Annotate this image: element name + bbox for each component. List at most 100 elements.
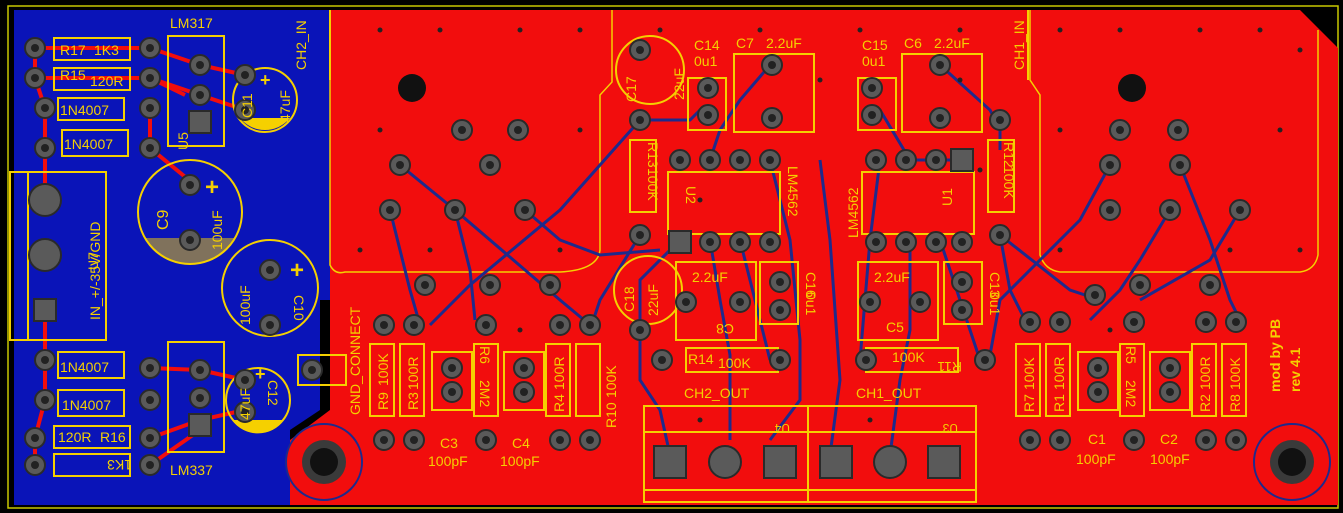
pad-hole bbox=[486, 281, 494, 289]
pad-hole bbox=[866, 298, 874, 306]
c7-value: 2.2uF bbox=[766, 35, 802, 51]
via bbox=[377, 27, 383, 33]
pad-hole bbox=[736, 298, 744, 306]
c13-label: C13 bbox=[987, 272, 1003, 298]
c1-value: 100pF bbox=[1076, 451, 1116, 467]
pad-hole bbox=[31, 44, 39, 52]
pad-hole bbox=[146, 461, 154, 469]
d-label-1: 1N4007 bbox=[60, 102, 109, 118]
pad-hole bbox=[521, 206, 529, 214]
signature-line-1: mod by PB bbox=[1267, 319, 1283, 392]
pad-hole bbox=[981, 356, 989, 364]
pad-hole bbox=[766, 238, 774, 246]
pad-hole bbox=[1236, 206, 1244, 214]
pad-hole bbox=[520, 364, 528, 372]
pads bbox=[24, 27, 1303, 479]
pad-hole bbox=[766, 156, 774, 164]
pad-hole bbox=[514, 126, 522, 134]
ch2-out-label: CH2_OUT bbox=[684, 385, 750, 401]
r10-value: 100K bbox=[603, 365, 619, 398]
pad-hole bbox=[776, 278, 784, 286]
via bbox=[437, 27, 443, 33]
c2-value: 100pF bbox=[1150, 451, 1190, 467]
connector-pad bbox=[708, 445, 742, 479]
pad-hole bbox=[448, 364, 456, 372]
pad-hole bbox=[682, 298, 690, 306]
via bbox=[577, 27, 583, 33]
via bbox=[957, 27, 963, 33]
pad-hole bbox=[1094, 388, 1102, 396]
pad-hole bbox=[1202, 436, 1210, 444]
pad-hole bbox=[266, 321, 274, 329]
connector-pad bbox=[927, 445, 961, 479]
pad-hole bbox=[958, 238, 966, 246]
pad-hole bbox=[196, 91, 204, 99]
pad-hole bbox=[636, 231, 644, 239]
r12-label: R12 bbox=[1001, 142, 1017, 168]
connector-pad bbox=[653, 445, 687, 479]
r15-value: 120R bbox=[90, 73, 123, 89]
via bbox=[977, 167, 983, 173]
r16-label: R16 bbox=[100, 429, 126, 445]
r6-value: 2M2 bbox=[477, 380, 493, 407]
ic2-label: LM4562 bbox=[785, 166, 801, 217]
pad-hole bbox=[1232, 436, 1240, 444]
silk-text: R17 1K3 R15 120R 1N4007 1N4007 LM317 LM3… bbox=[58, 15, 1303, 478]
square-pad bbox=[668, 230, 692, 254]
u3-label: U3 bbox=[942, 421, 958, 435]
r11-label: R11 bbox=[937, 359, 962, 375]
pad-hole bbox=[1166, 364, 1174, 372]
c6-value: 2.2uF bbox=[934, 35, 970, 51]
pad-hole bbox=[868, 84, 876, 92]
c5-label: C5 bbox=[886, 319, 904, 335]
pad-hole bbox=[958, 306, 966, 314]
pad-hole bbox=[386, 206, 394, 214]
pad-hole bbox=[186, 236, 194, 244]
c12-label: C12 bbox=[265, 380, 281, 406]
pad-hole bbox=[1202, 318, 1210, 326]
r18-label: 1K3 bbox=[107, 457, 132, 473]
pad-hole bbox=[768, 61, 776, 69]
pad-hole bbox=[902, 238, 910, 246]
pad-hole bbox=[266, 266, 274, 274]
r17-value: 1K3 bbox=[94, 42, 119, 58]
pad-hole bbox=[636, 116, 644, 124]
ch1-out-label: CH1_OUT bbox=[856, 385, 922, 401]
c4-label: C4 bbox=[512, 435, 530, 451]
r5-label: R5 bbox=[1123, 346, 1139, 364]
pad-hole bbox=[31, 461, 39, 469]
psu-in-label: IN_+/-35V/GND bbox=[87, 222, 103, 320]
pad-hole bbox=[396, 161, 404, 169]
pad-hole bbox=[996, 116, 1004, 124]
pad-hole bbox=[1166, 388, 1174, 396]
pad-hole bbox=[241, 71, 249, 79]
c16-label: C16 bbox=[803, 272, 819, 298]
via bbox=[1257, 27, 1263, 33]
c3-label: C3 bbox=[440, 435, 458, 451]
connector-pad bbox=[873, 445, 907, 479]
pad-hole bbox=[736, 156, 744, 164]
pad-hole bbox=[586, 436, 594, 444]
pad-hole bbox=[520, 388, 528, 396]
connector-pad bbox=[28, 183, 62, 217]
r2-label: R2 bbox=[1197, 394, 1213, 412]
lm337-label: LM337 bbox=[170, 462, 213, 478]
pad-hole bbox=[1106, 161, 1114, 169]
r4-label: R4 bbox=[551, 394, 567, 412]
pad-hole bbox=[546, 281, 554, 289]
pad-hole bbox=[868, 111, 876, 119]
pad-hole bbox=[1056, 318, 1064, 326]
pad-hole bbox=[958, 278, 966, 286]
via bbox=[427, 247, 433, 253]
pad-hole bbox=[421, 281, 429, 289]
xlr-ch2-outline bbox=[329, 10, 613, 274]
c8-label: C8 bbox=[716, 321, 734, 337]
pad-hole bbox=[676, 156, 684, 164]
u4-label: U4 bbox=[774, 421, 790, 435]
via bbox=[867, 417, 873, 423]
via bbox=[957, 77, 963, 83]
ic1-label: LM4562 bbox=[845, 187, 861, 238]
via bbox=[517, 27, 523, 33]
